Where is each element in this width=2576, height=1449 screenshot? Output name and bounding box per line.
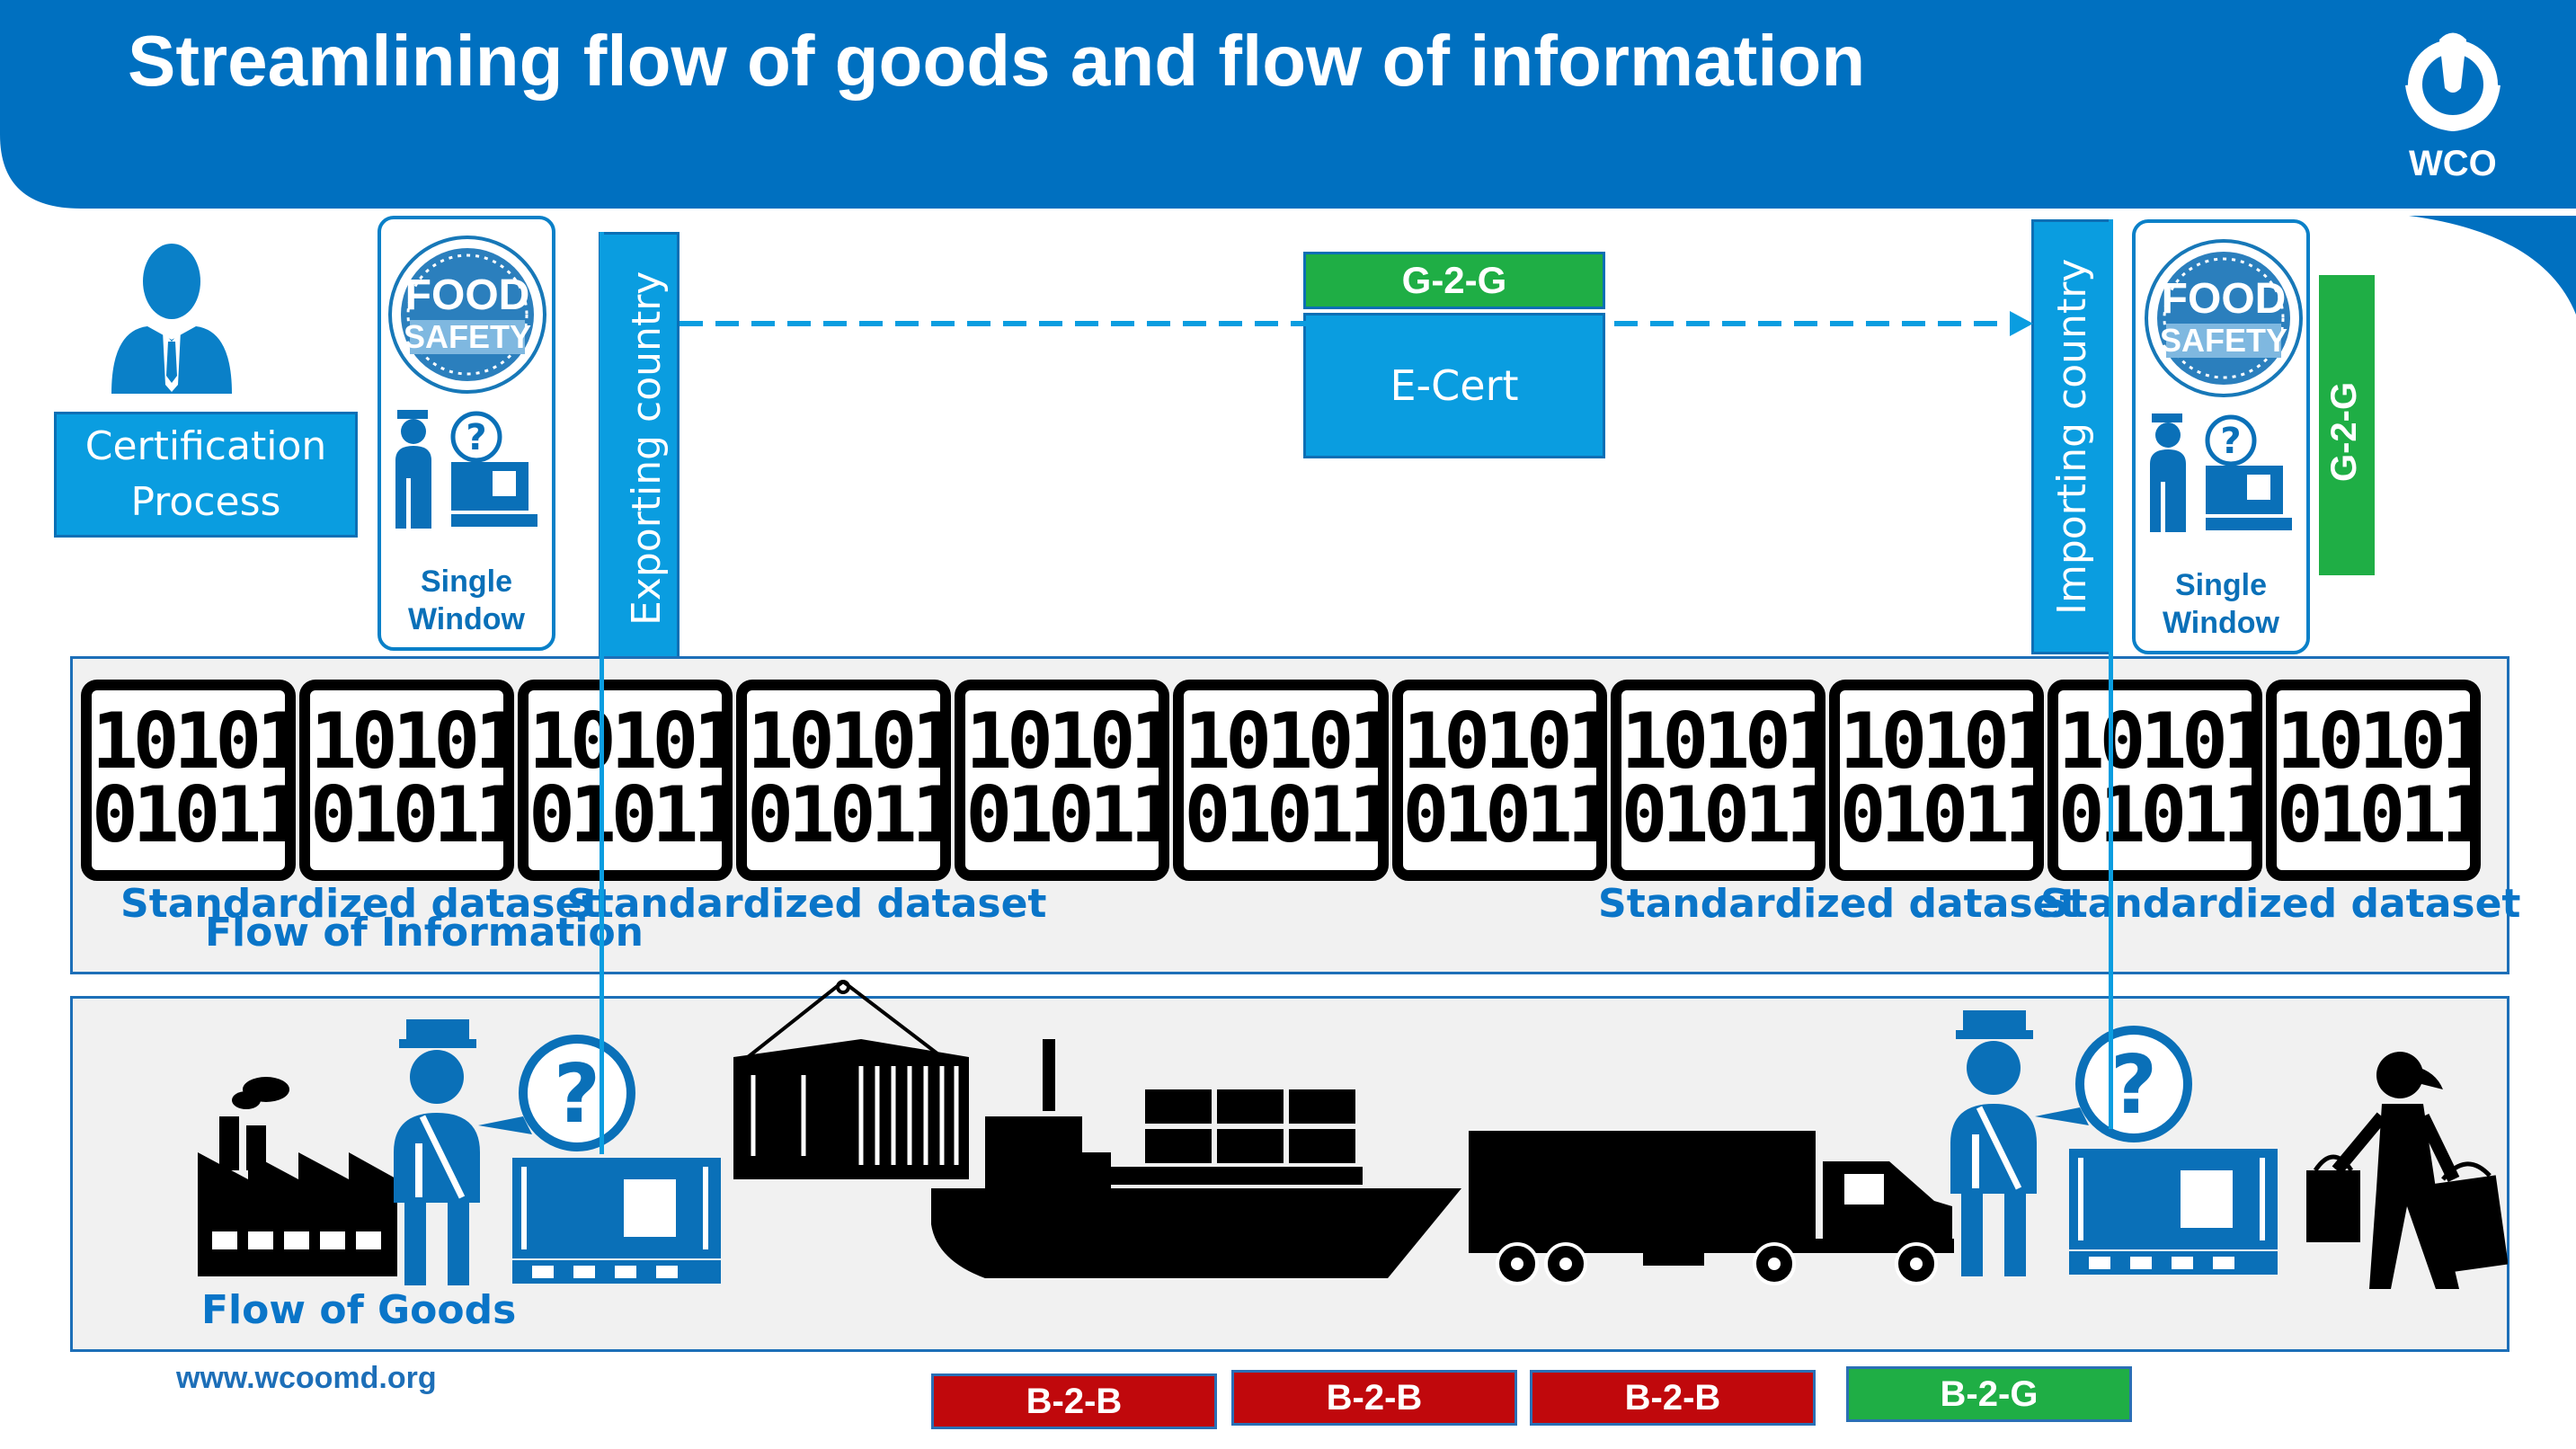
binary-row: 01011 (747, 770, 952, 860)
website-link[interactable]: www.wcoomd.org (176, 1361, 437, 1395)
svg-text:?: ? (466, 417, 486, 458)
food-safety-text-line1: FOOD (2162, 275, 2287, 323)
information-arrow-icon (680, 311, 2033, 336)
exporting-country-label: Exporting country (624, 271, 670, 626)
b2b-label: B-2-B (1231, 1370, 1517, 1426)
certification-label-line2: Process (130, 479, 281, 525)
customs-inspection-small-icon: ? (395, 410, 537, 529)
single-window-line2: Window (2163, 606, 2279, 640)
binary-row: 10101 (529, 697, 733, 787)
binary-row: 01011 (1839, 770, 2044, 860)
food-safety-text-line1: FOOD (405, 271, 530, 319)
g2g-side-box (2319, 275, 2375, 575)
binary-row: 10101 (2276, 697, 2481, 787)
binary-row: 10101 (2057, 697, 2262, 787)
dataset-label: Standardized dataset (1598, 881, 2079, 927)
binary-row: 10101 (747, 697, 952, 787)
flow-of-information-label: Flow of Information (205, 910, 644, 956)
food-safety-badge-icon: FOOD SAFETY (2145, 239, 2303, 397)
binary-row: 10101 (1402, 697, 1607, 787)
binary-row: 01011 (1402, 770, 1607, 860)
b2g-label: B-2-G (1846, 1366, 2132, 1422)
binary-row: 10101 (310, 697, 515, 787)
dataset-label: Standardized dataset (566, 881, 1047, 927)
factory-icon (198, 1077, 397, 1276)
binary-row: 10101 (1621, 697, 1825, 787)
wco-logo-text: WCO (2409, 144, 2497, 183)
container-icon (733, 980, 969, 1179)
binary-row: 01011 (1184, 770, 1389, 860)
customs-inspection-icon: ? (394, 1019, 721, 1285)
cargo-ship-icon (931, 1039, 1461, 1278)
header-banner (0, 0, 2576, 209)
single-window-line1: Single (2174, 568, 2268, 602)
single-window-line1: Single (420, 564, 513, 599)
truck-icon (1469, 1131, 1954, 1285)
page-title: Streamlining flow of goods and flow of i… (128, 21, 1866, 101)
ecert-box: E-Cert (1303, 313, 1605, 458)
binary-row: 01011 (310, 770, 515, 860)
svg-text:?: ? (2220, 421, 2241, 462)
binary-row: 01011 (2276, 770, 2481, 860)
wco-logo-icon (2405, 31, 2500, 132)
customs-inspection-small-icon: ? (2150, 413, 2292, 532)
certification-label-line1: Certification (84, 423, 327, 469)
food-safety-text-line2: SAFETY (404, 318, 531, 355)
binary-row: 10101 (92, 697, 297, 787)
exporting-connector-line (600, 232, 604, 1154)
food-safety-text-line2: SAFETY (2160, 322, 2287, 359)
binary-row: 10101 (1839, 697, 2044, 787)
g2g-side-label: G-2-G (2324, 381, 2364, 482)
dataset-label: Standardized dataset (120, 881, 601, 927)
importing-connector-line (2109, 219, 2113, 1129)
dataset-label: Standardized dataset (2040, 881, 2521, 927)
header-curve (2409, 216, 2576, 315)
customs-inspection-icon: ? (1950, 1010, 2278, 1276)
binary-row: 01011 (2057, 770, 2262, 860)
shopper-icon (2306, 1052, 2508, 1289)
binary-row: 10101 (1184, 697, 1389, 787)
binary-row: 01011 (965, 770, 1170, 860)
binary-row: 01011 (529, 770, 733, 860)
businessman-icon (111, 244, 232, 394)
food-safety-badge-icon: FOOD SAFETY (388, 236, 546, 394)
binary-row: 01011 (92, 770, 297, 860)
svg-text:?: ? (2110, 1038, 2157, 1133)
b2b-label: B-2-B (931, 1373, 1217, 1429)
svg-text:?: ? (554, 1047, 600, 1142)
importing-country-label: Importing country (2049, 258, 2095, 615)
flow-of-goods-label: Flow of Goods (201, 1287, 517, 1333)
certification-process-box: Certification Process (54, 412, 358, 538)
single-window-line2: Window (408, 602, 525, 636)
binary-row: 01011 (1621, 770, 1825, 860)
binary-row: 10101 (965, 697, 1170, 787)
exporting-single-window-label: Single Window (378, 563, 555, 638)
g2g-top-label: G-2-G (1303, 252, 1605, 309)
b2b-label: B-2-B (1530, 1370, 1816, 1426)
importing-single-window-label: Single Window (2132, 566, 2310, 642)
